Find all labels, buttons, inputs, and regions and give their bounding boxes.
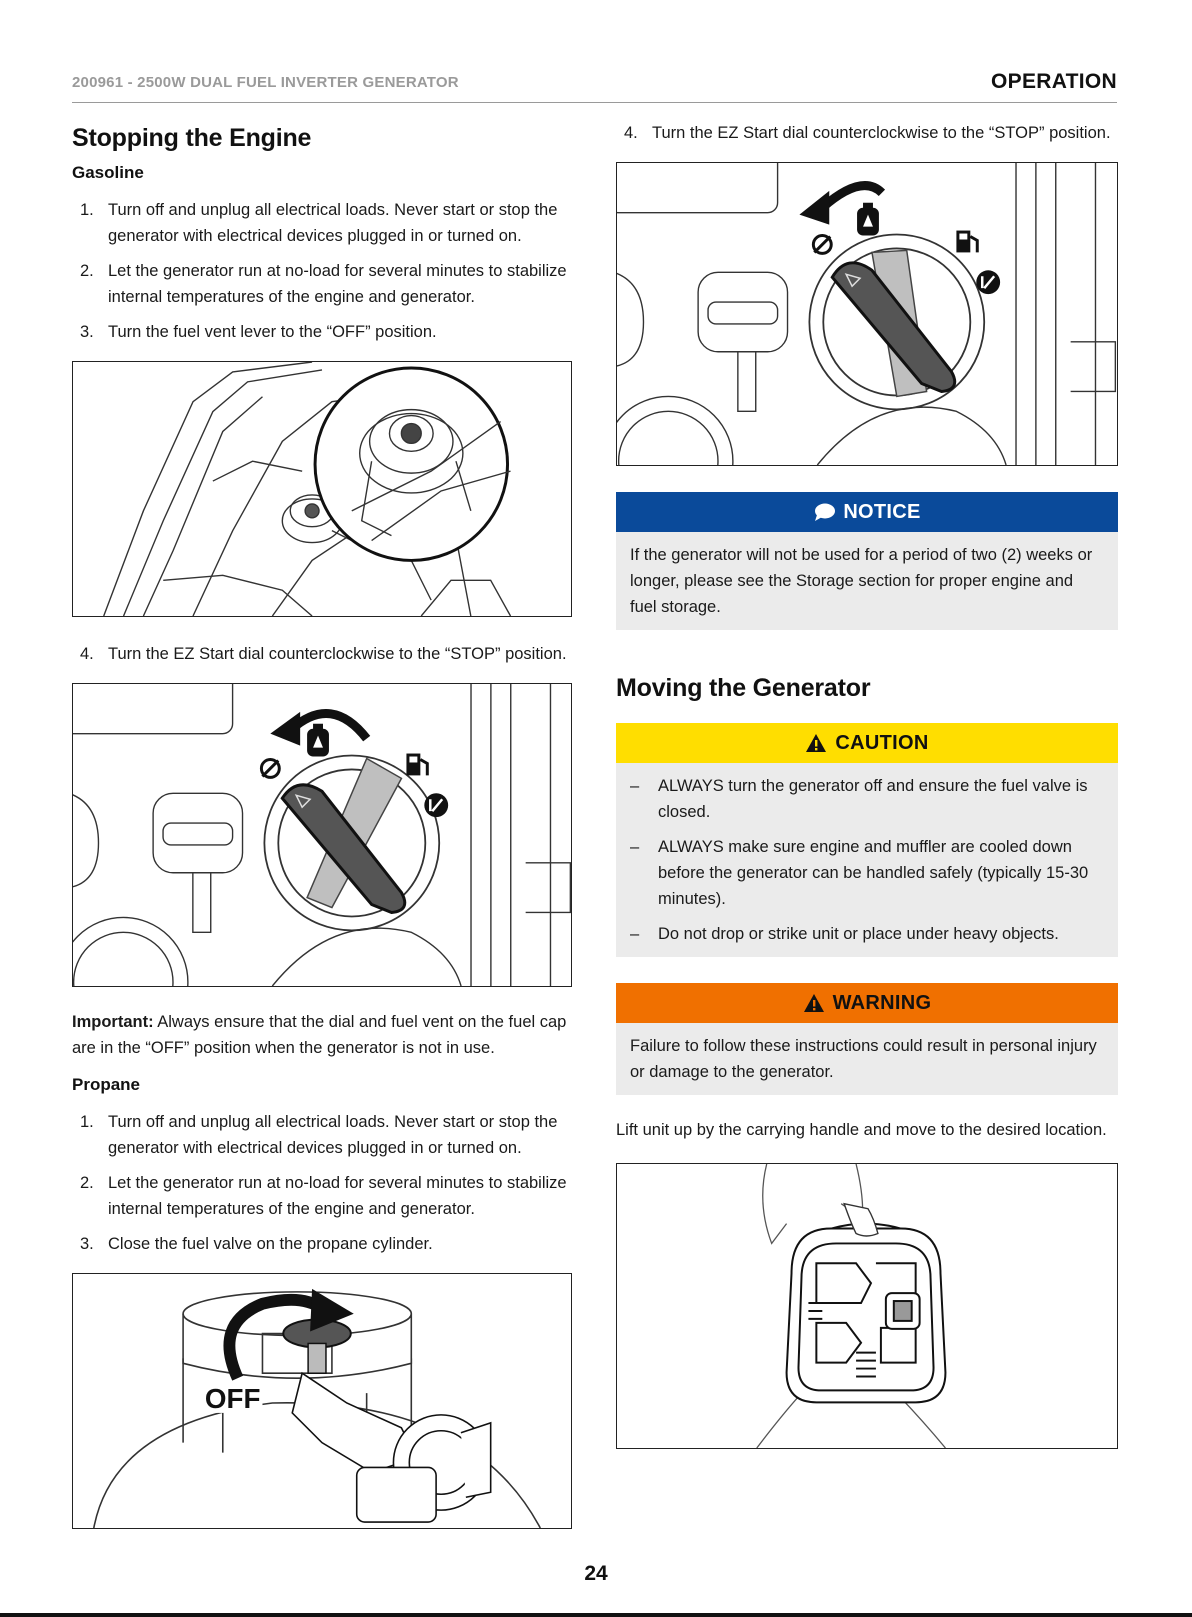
stop-icon xyxy=(811,234,833,255)
lift-instructions: Lift unit up by the carrying handle and … xyxy=(616,1121,1107,1139)
propane-cylinder-illustration: OFF xyxy=(93,1288,541,1528)
list-item: –Do not drop or strike unit or place und… xyxy=(630,925,1059,943)
dial-knob xyxy=(830,261,957,394)
gasoline-step-4: 4.Turn the EZ Start dial counterclockwis… xyxy=(72,641,572,667)
list-item: 2.Let the generator run at no-load for s… xyxy=(80,1174,567,1218)
propane-tank-icon xyxy=(857,202,879,236)
clockwise-arrow-icon xyxy=(223,1288,354,1381)
fuel-cap-vent-figure xyxy=(72,361,572,617)
propane-steps: 1.Turn off and unplug all electrical loa… xyxy=(72,1109,572,1257)
right-step-4: 4.Turn the EZ Start dial counterclockwis… xyxy=(616,120,1118,146)
dial-knob xyxy=(280,783,407,915)
person-carrying-generator-illustration xyxy=(756,1164,947,1448)
list-item: 3.Close the fuel valve on the propane cy… xyxy=(80,1235,433,1253)
section-title: OPERATION xyxy=(991,70,1117,93)
speech-bubble-icon xyxy=(815,503,836,521)
list-item: 3.Turn the fuel vent lever to the “OFF” … xyxy=(80,323,437,341)
page-header: 200961 - 2500W DUAL FUEL INVERTER GENERA… xyxy=(72,70,1117,103)
stop-icon xyxy=(259,758,281,779)
propane-heading: Propane xyxy=(72,1075,141,1094)
warning-callout: WARNING Failure to follow these instruct… xyxy=(616,983,1118,1095)
fuel-cap-illustration xyxy=(103,362,512,616)
carrying-generator-figure xyxy=(616,1163,1118,1449)
list-item: 4.Turn the EZ Start dial counterclockwis… xyxy=(80,645,567,663)
warning-body: Failure to follow these instructions cou… xyxy=(616,1023,1118,1095)
valve-off-label: OFF xyxy=(205,1383,261,1414)
warning-header: WARNING xyxy=(616,983,1118,1023)
ez-start-dial-illustration xyxy=(617,163,1117,465)
choke-icon xyxy=(976,270,1001,295)
left-column: Stopping the Engine Gasoline 1.Turn off … xyxy=(72,118,572,1529)
notice-body: If the generator will not be used for a … xyxy=(616,532,1118,630)
ez-start-dial-figure-right xyxy=(616,162,1118,466)
counterclockwise-arrow-icon xyxy=(799,181,886,225)
important-note: Important: Always ensure that the dial a… xyxy=(72,1013,567,1057)
moving-generator-heading: Moving the Generator xyxy=(616,674,871,702)
caution-body: –ALWAYS turn the generator off and ensur… xyxy=(616,763,1118,957)
list-item: –ALWAYS make sure engine and muffler are… xyxy=(630,838,1089,908)
warning-triangle-icon xyxy=(803,994,824,1012)
notice-callout: NOTICE If the generator will not be used… xyxy=(616,492,1118,630)
list-item: 1.Turn off and unplug all electrical loa… xyxy=(80,201,558,245)
list-item: –ALWAYS turn the generator off and ensur… xyxy=(630,777,1088,821)
notice-header: NOTICE xyxy=(616,492,1118,532)
list-item: 2.Let the generator run at no-load for s… xyxy=(80,262,567,306)
fuel-pump-icon xyxy=(406,753,429,776)
list-item: 4.Turn the EZ Start dial counterclockwis… xyxy=(624,124,1111,142)
bottom-rule xyxy=(0,1613,1192,1617)
caution-callout: CAUTION –ALWAYS turn the generator off a… xyxy=(616,723,1118,957)
warning-triangle-icon xyxy=(806,734,827,752)
document-title: 200961 - 2500W DUAL FUEL INVERTER GENERA… xyxy=(72,74,459,91)
choke-icon xyxy=(424,793,449,818)
fuel-pump-icon xyxy=(956,230,979,253)
stopping-engine-heading: Stopping the Engine xyxy=(72,124,312,152)
right-column: 4.Turn the EZ Start dial counterclockwis… xyxy=(616,118,1118,1449)
ez-start-dial-illustration xyxy=(73,684,571,986)
valve-handwheel xyxy=(282,1318,352,1374)
page-number: 24 xyxy=(584,1562,608,1585)
propane-tank-icon xyxy=(307,723,329,757)
caution-header: CAUTION xyxy=(616,723,1118,763)
gasoline-heading: Gasoline xyxy=(72,163,144,182)
gasoline-steps: 1.Turn off and unplug all electrical loa… xyxy=(72,197,572,345)
counterclockwise-arrow-icon xyxy=(270,709,371,746)
ez-start-dial-figure-left xyxy=(72,683,572,987)
list-item: 1.Turn off and unplug all electrical loa… xyxy=(80,1113,558,1157)
propane-valve-figure: OFF xyxy=(72,1273,572,1529)
generator xyxy=(785,1222,947,1404)
hand xyxy=(843,1202,879,1237)
caution-list: –ALWAYS turn the generator off and ensur… xyxy=(630,773,1104,947)
